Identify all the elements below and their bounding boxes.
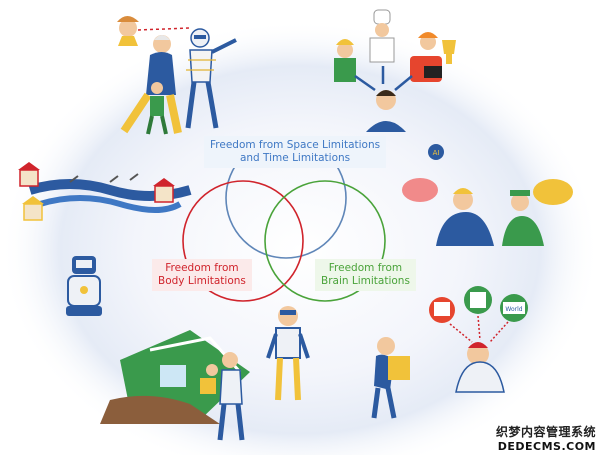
remote-houses-illustration (18, 162, 192, 221)
guide-robot-illustration (66, 256, 102, 316)
exoskeleton-person-illustration (266, 306, 310, 401)
watermark: 织梦内容管理系统 DEDECMS.COM (496, 423, 596, 453)
body-label-line2: Body Limitations (158, 275, 246, 287)
brain-label-line2: Brain Limitations (321, 275, 410, 287)
watermark-line2: DEDECMS.COM (497, 440, 596, 453)
venn-circle-brain (264, 180, 386, 302)
space-label-line1: Freedom from Space Limitations (210, 139, 381, 151)
disaster-rescue-illustration (100, 330, 250, 441)
information-overload-illustration: World (429, 286, 528, 393)
world-sign-text: World (505, 306, 522, 313)
venn-circle-body (182, 180, 304, 302)
ai-badge-text: AI (433, 149, 440, 157)
elderly-with-robot-illustration (117, 16, 237, 135)
translation-conversation-illustration: AI (402, 144, 573, 246)
brain-freedom-label: Freedom from Brain Limitations (315, 259, 416, 291)
space-time-freedom-label: Freedom from Space Limitations and Time … (204, 136, 387, 168)
body-freedom-label: Freedom from Body Limitations (152, 259, 252, 291)
space-label-line2: and Time Limitations (239, 152, 351, 164)
career-choices-illustration (334, 9, 456, 132)
lifting-assist-illustration (371, 337, 410, 419)
watermark-line1: 织梦内容管理系统 (495, 425, 596, 439)
body-label-line1: Freedom from (165, 262, 239, 274)
brain-label-line1: Freedom from (328, 262, 403, 274)
